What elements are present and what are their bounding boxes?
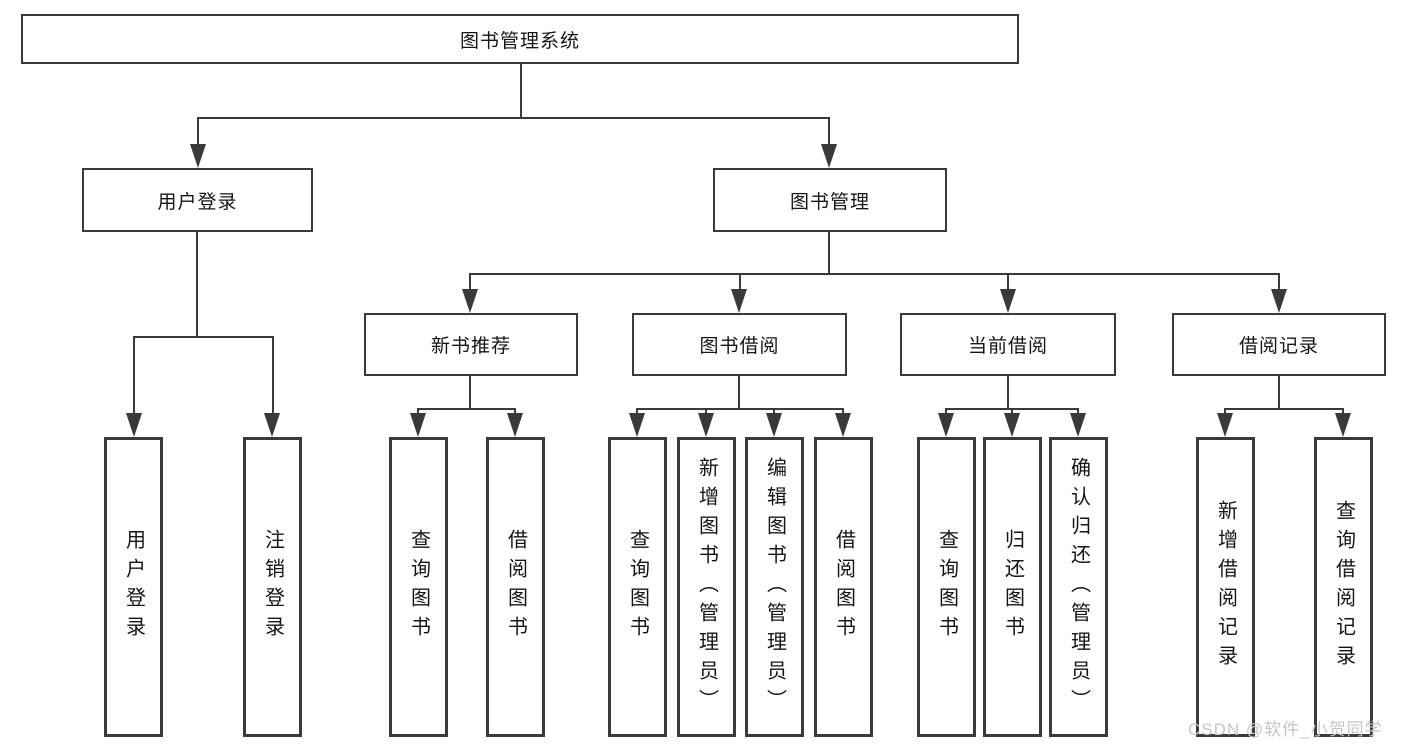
node-leaf-add-borrow-record: 新增借阅记录 [1196,437,1255,737]
connector-shaft [1007,273,1009,293]
connector-shaft [739,273,741,293]
node-leaf-label: 注销登录 [261,529,284,645]
arrowhead-icon [835,413,851,437]
node-current-borrow: 当前借阅 [900,313,1116,376]
arrowhead-icon [1335,413,1351,437]
node-leaf-label: 查询图书 [626,529,649,645]
node-leaf-borrow-books: 借阅图书 [814,437,873,737]
connector-shaft [1278,273,1280,293]
connector-shaft [197,117,199,148]
connector-shaft [469,273,471,293]
node-leaf-label: 查询图书 [407,529,430,645]
node-new-book-recommend-label: 新书推荐 [430,336,511,357]
arrowhead-icon [766,413,782,437]
connector-borrow-records-bar [1224,408,1344,410]
arrowhead-icon [731,289,747,313]
node-book-borrow: 图书借阅 [632,313,847,376]
connector-current-borrow-stem [1007,376,1009,408]
arrowhead-icon [1271,289,1287,313]
node-leaf-label: 用户登录 [122,529,145,645]
node-leaf-query-books-current: 查询图书 [917,437,976,737]
node-leaf-label: 新增图书（管理员） [695,456,718,718]
node-leaf-return-books: 归还图书 [983,437,1042,737]
arrowhead-icon [938,413,954,437]
node-leaf-confirm-return-admin: 确认归还（管理员） [1049,437,1108,737]
connector-book-borrow-stem [738,376,740,408]
connector-shaft [828,117,830,148]
arrowhead-icon [1004,413,1020,437]
connector-new-book-recommend-stem [469,376,471,408]
node-borrow-records-label: 借阅记录 [1238,336,1319,357]
node-user-login: 用户登录 [82,168,313,232]
node-root: 图书管理系统 [21,14,1019,64]
node-leaf-query-books-recommend: 查询图书 [389,437,448,737]
arrowhead-icon [1000,289,1016,313]
node-current-borrow-label: 当前借阅 [967,336,1048,357]
arrowhead-icon [126,413,142,437]
connector-shaft [133,336,135,418]
connector-book-borrow-bar [636,408,844,410]
node-leaf-add-books-admin: 新增图书（管理员） [677,437,736,737]
arrowhead-icon [190,144,206,168]
node-leaf-query-books-borrow: 查询图书 [608,437,667,737]
node-leaf-edit-books-admin: 编辑图书（管理员） [745,437,804,737]
arrowhead-icon [410,413,426,437]
node-borrow-records: 借阅记录 [1172,313,1386,376]
node-leaf-user-login: 用户登录 [104,437,163,737]
node-leaf-borrow-books-recommend: 借阅图书 [486,437,545,737]
connector-book-management-stem [828,232,830,273]
arrowhead-icon [1217,413,1233,437]
connector-new-book-recommend-bar [417,408,516,410]
arrowhead-icon [698,413,714,437]
node-leaf-label: 归还图书 [1001,529,1024,645]
connector-borrow-records-stem [1278,376,1280,408]
node-leaf-label: 编辑图书（管理员） [763,456,786,718]
arrowhead-icon [629,413,645,437]
node-leaf-label: 借阅图书 [504,529,527,645]
arrowhead-icon [462,289,478,313]
node-leaf-label: 查询图书 [935,529,958,645]
connector-root-bar [197,117,830,119]
node-leaf-logout: 注销登录 [243,437,302,737]
node-book-borrow-label: 图书借阅 [699,336,780,357]
watermark-text: CSDN @软件_小贺同学 [1188,720,1383,739]
arrowhead-icon [264,413,280,437]
arrowhead-icon [1070,413,1086,437]
node-leaf-label: 新增借阅记录 [1214,500,1237,674]
connector-user-login-bar [133,336,273,338]
node-book-management-label: 图书管理 [789,191,870,213]
node-new-book-recommend: 新书推荐 [364,313,578,376]
connector-book-management-bar [469,273,1280,275]
node-leaf-label: 确认归还（管理员） [1067,456,1090,718]
arrowhead-icon [507,413,523,437]
node-leaf-label: 借阅图书 [832,529,855,645]
connector-shaft [272,336,274,418]
arrowhead-icon [821,144,837,168]
node-leaf-label: 查询借阅记录 [1332,500,1355,674]
node-root-label: 图书管理系统 [459,30,580,52]
node-user-login-label: 用户登录 [157,191,238,213]
connector-user-login-stem [196,232,198,336]
node-book-management: 图书管理 [713,168,947,232]
node-leaf-query-borrow-record: 查询借阅记录 [1314,437,1373,737]
connector-root-stem [520,64,522,117]
